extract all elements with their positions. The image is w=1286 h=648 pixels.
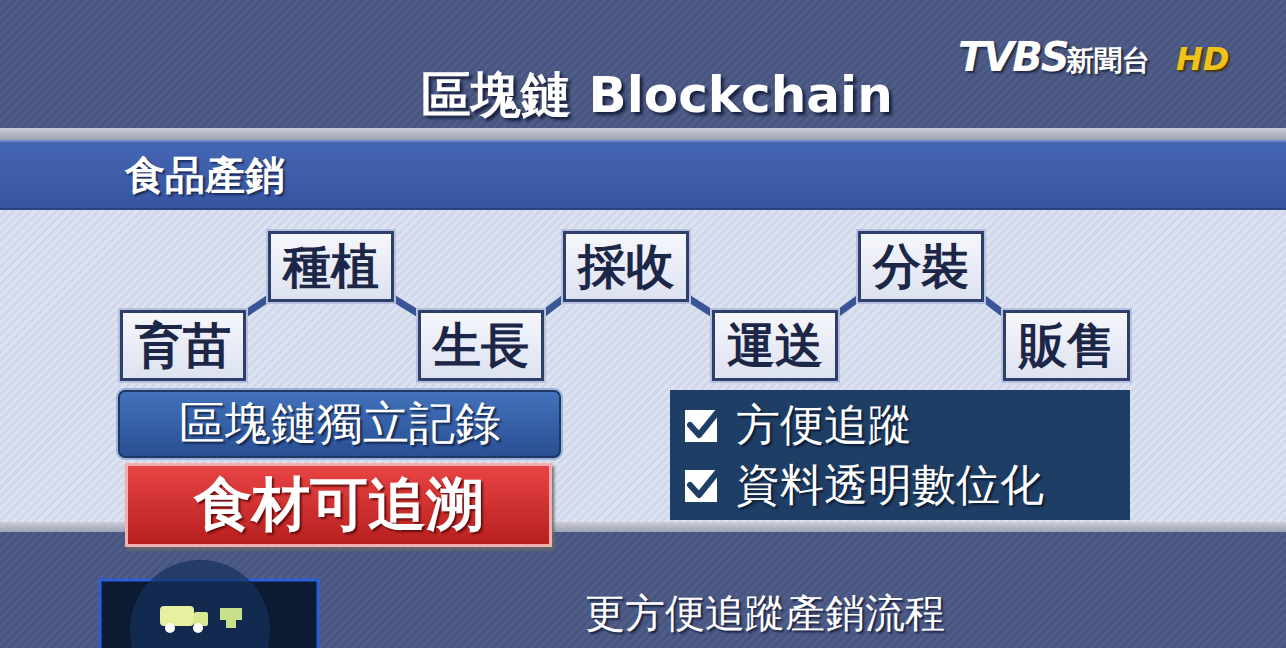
- node-text: 方便追蹤: [736, 396, 912, 455]
- node-text: 區塊鏈獨立記錄: [179, 393, 501, 455]
- connector-line: [983, 298, 1004, 314]
- connector-line: [543, 298, 564, 314]
- checklist-row: 方便追蹤: [682, 395, 912, 455]
- channel-logo: TVBS: [958, 34, 1068, 80]
- check-symbol: [682, 465, 722, 505]
- checklist-panel: 方便追蹤資料透明數位化: [670, 390, 1130, 520]
- node-text: 生長: [433, 314, 529, 378]
- connector-line: [393, 298, 419, 314]
- section-band: 食品產銷: [0, 140, 1286, 210]
- process-box: 生長: [418, 310, 544, 381]
- connector-line: [837, 298, 859, 314]
- node-text: 分裝: [873, 235, 969, 299]
- process-box: 育苗: [120, 310, 246, 381]
- separator-bar: [0, 128, 1286, 140]
- node-text: 運送: [727, 314, 823, 378]
- caption-text: 更方便追蹤產銷流程: [415, 586, 1115, 641]
- checklist-row: 資料透明數位化: [682, 455, 1044, 515]
- process-box: 販售: [1003, 310, 1130, 381]
- node-text: 種植: [283, 235, 379, 299]
- hd-mark: HD: [1176, 40, 1229, 78]
- process-box: 分裝: [858, 231, 984, 302]
- node-text: 資料透明數位化: [736, 456, 1044, 515]
- record-box: 區塊鏈獨立記錄: [118, 390, 561, 458]
- process-box: 運送: [712, 310, 838, 381]
- process-box: 種植: [268, 231, 394, 302]
- title-text: 區塊鏈 Blockchain: [307, 62, 1007, 129]
- highlight-box: 食材可追溯: [125, 463, 552, 547]
- thumbnail-picture: [100, 560, 318, 648]
- process-box: 採收: [563, 231, 689, 302]
- channel-name: 新聞台: [1066, 42, 1150, 80]
- node-text: 採收: [578, 235, 674, 299]
- node-text: 育苗: [135, 314, 231, 378]
- node-text: 販售: [1019, 314, 1115, 378]
- node-text: 食品產銷: [125, 148, 285, 203]
- connector-line: [688, 298, 713, 314]
- check-symbol: [682, 405, 722, 445]
- connector-line: [245, 298, 269, 314]
- node-text: 食材可追溯: [194, 466, 484, 544]
